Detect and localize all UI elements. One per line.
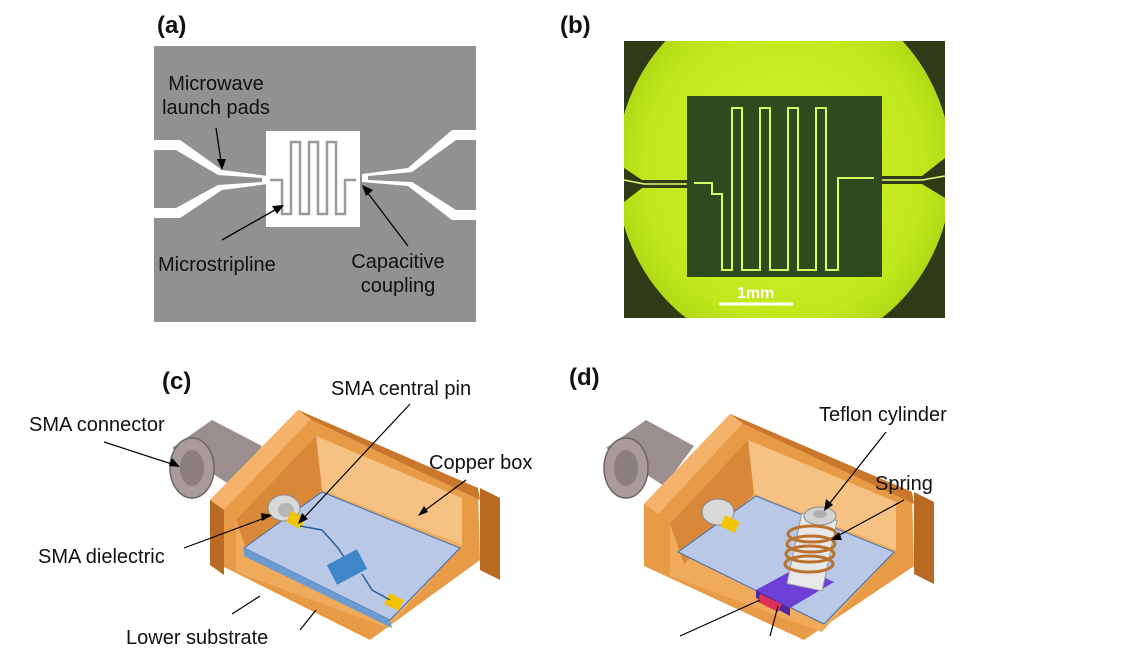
annotation-launch-pads-line2: launch pads — [162, 97, 270, 119]
annotation-sma-dielectric: SMA dielectric — [38, 546, 165, 568]
annotation-launch-pads: Microwave launch pads — [157, 72, 275, 120]
annotation-copper-box: Copper box — [429, 452, 533, 474]
scale-bar-label: 1mm — [737, 285, 775, 302]
annotation-capacitive-line1: Capacitive — [351, 251, 445, 273]
panel-d-label: (d) — [569, 364, 600, 391]
sma-connector-shape — [169, 420, 262, 499]
panel-a-label: (a) — [157, 12, 187, 39]
annotation-teflon-cylinder: Teflon cylinder — [819, 404, 947, 426]
annotation-sma-connector: SMA connector — [29, 414, 165, 436]
panel-c-label: (c) — [162, 368, 192, 395]
annotation-spring: Spring — [875, 473, 933, 495]
annotation-capacitive-line2: coupling — [360, 275, 436, 297]
panel-b-label: (b) — [560, 12, 591, 39]
annotation-sma-central-pin: SMA central pin — [331, 378, 472, 400]
annotation-capacitive-coupling: Capacitive coupling — [344, 250, 452, 298]
annotation-launch-pads-line1: Microwave — [168, 73, 264, 95]
annotation-microstripline: Microstripline — [158, 254, 276, 276]
